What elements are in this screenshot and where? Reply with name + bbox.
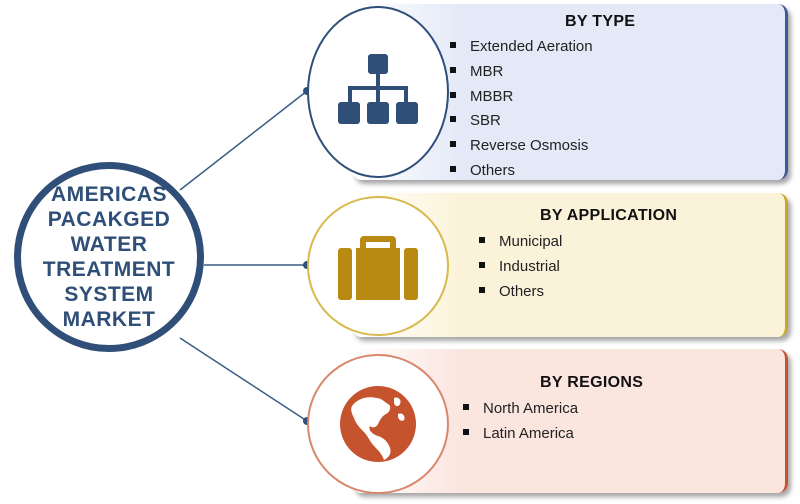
list-item-label: SBR xyxy=(470,112,501,130)
list-item-label: Others xyxy=(499,282,545,300)
list-item-label: MBR xyxy=(470,62,504,80)
list-item: Reverse Osmosis xyxy=(450,134,593,159)
list-item-label: Municipal xyxy=(499,233,563,250)
hub-line: AMERICAS xyxy=(50,183,167,206)
central-hub: AMERICAS PACAKGED WATER TREATMENT SYSTEM… xyxy=(14,162,204,352)
list-item: Extended Aeration xyxy=(450,35,593,60)
segment-title: BY REGIONS xyxy=(540,374,644,391)
bullet-icon xyxy=(463,428,469,435)
bullet-icon xyxy=(450,116,456,123)
list-item: Industrial xyxy=(479,255,562,280)
bullet-icon xyxy=(450,166,456,173)
segment-list: North America Latin America xyxy=(463,397,578,447)
bullet-icon xyxy=(450,42,456,49)
connector-regions xyxy=(179,337,308,422)
hub-line: PACAKGED xyxy=(47,208,171,231)
segment-list: Municipal Industrial Others xyxy=(479,230,562,304)
list-item: North America xyxy=(463,397,578,422)
list-item: Others xyxy=(450,159,593,184)
list-item: MBR xyxy=(450,60,593,85)
connector-type xyxy=(179,90,308,191)
hierarchy-icon xyxy=(338,54,418,124)
bullet-icon xyxy=(463,404,469,411)
list-item-label: MBBR xyxy=(470,87,514,105)
segment-title: BY APPLICATION xyxy=(540,207,678,224)
globe-americas-icon xyxy=(340,386,416,462)
briefcase-icon xyxy=(338,236,418,300)
hub-line: WATER xyxy=(70,233,148,256)
list-item-label: Extended Aeration xyxy=(470,38,593,55)
list-item-label: Industrial xyxy=(499,257,560,275)
bullet-icon xyxy=(479,237,485,244)
list-item: MBBR xyxy=(450,85,593,110)
list-item-label: Reverse Osmosis xyxy=(470,137,589,155)
application-icon-circle xyxy=(307,196,449,336)
hub-line: TREATMENT xyxy=(42,258,176,281)
hub-line: MARKET xyxy=(62,308,156,331)
hub-title: AMERICAS PACAKGED WATER TREATMENT SYSTEM… xyxy=(24,182,194,332)
segment-title: BY TYPE xyxy=(565,13,636,30)
list-item: Municipal xyxy=(479,230,562,255)
bullet-icon xyxy=(450,66,456,73)
list-item: SBR xyxy=(450,109,593,134)
list-item-label: North America xyxy=(483,400,579,417)
list-item: Others xyxy=(479,280,562,305)
list-item: Latin America xyxy=(463,422,578,447)
bullet-icon xyxy=(450,91,456,98)
type-icon-circle xyxy=(307,6,449,178)
list-item-label: Others xyxy=(470,161,516,179)
bullet-icon xyxy=(450,141,456,148)
segment-list: Extended Aeration MBR MBBR SBR Reverse O… xyxy=(450,35,593,184)
hub-line: SYSTEM xyxy=(64,283,154,306)
list-item-label: Latin America xyxy=(483,424,574,442)
bullet-icon xyxy=(479,286,485,293)
regions-icon-circle xyxy=(307,354,449,494)
bullet-icon xyxy=(479,261,485,268)
